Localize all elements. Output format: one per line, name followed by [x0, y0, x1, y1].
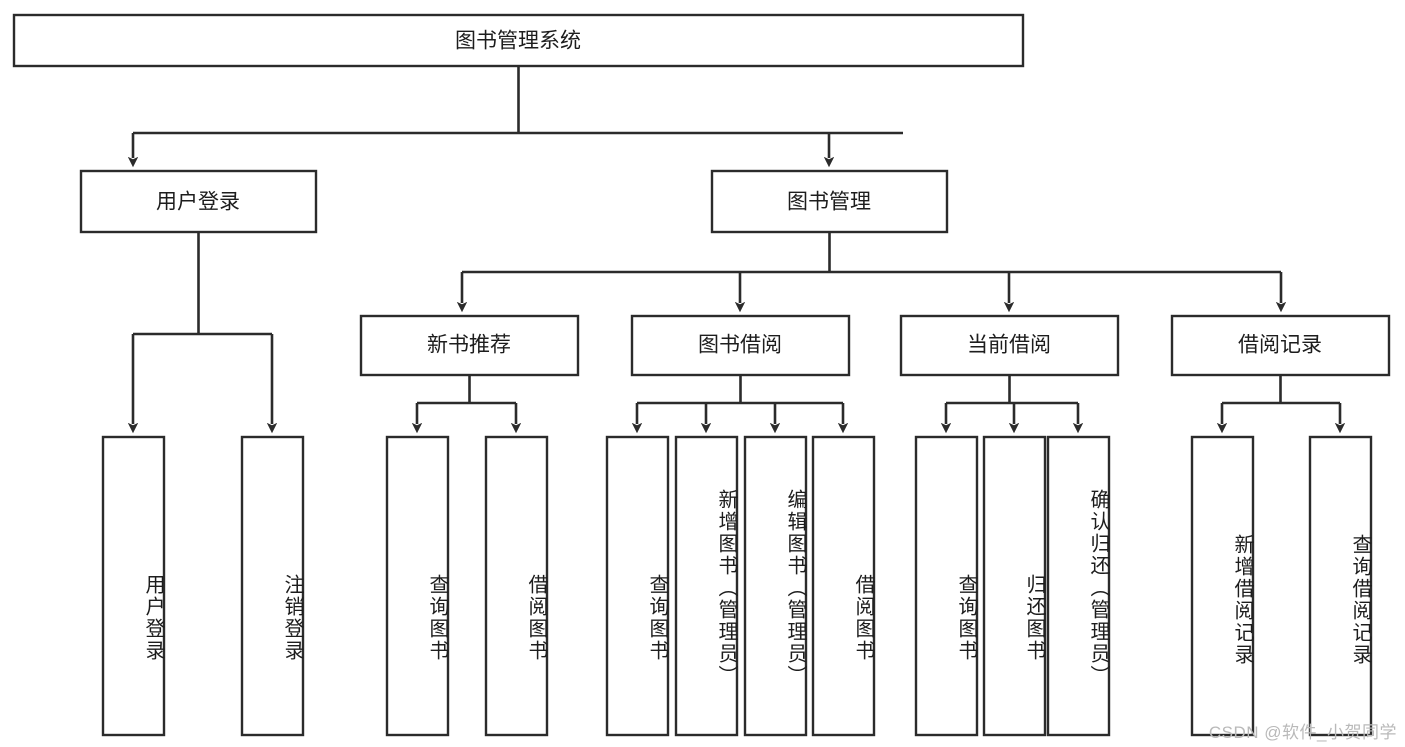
node-root-label: 图书管理系统	[455, 30, 581, 53]
node-current-borrow[interactable]: 当前借阅	[899, 314, 1120, 377]
node-leaf-return-book[interactable]	[982, 435, 1047, 737]
node-leaf-edit-book[interactable]	[743, 435, 808, 737]
node-leaf-user-logout[interactable]	[240, 435, 305, 737]
node-user-login[interactable]: 用户登录	[79, 169, 318, 234]
node-leaf-query-book-2[interactable]	[605, 435, 670, 737]
leaf-boxes	[101, 435, 1373, 737]
node-new-book-rec[interactable]: 新书推荐	[359, 314, 580, 377]
node-leaf-borrow-book-1[interactable]	[484, 435, 549, 737]
node-book-manage-label: 图书管理	[787, 191, 871, 214]
node-leaf-confirm-return[interactable]	[1046, 435, 1111, 737]
leaf-query-book-1-label: 查询图书	[426, 573, 448, 662]
node-book-manage[interactable]: 图书管理	[710, 169, 949, 234]
leaf-confirm-return-label: 确认归还（管理员）	[1087, 489, 1109, 687]
node-leaf-query-record[interactable]	[1308, 435, 1373, 737]
node-borrow-record-label: 借阅记录	[1238, 334, 1322, 357]
node-root[interactable]: 图书管理系统	[12, 13, 1025, 68]
connector-new-book-rec-to-leaves	[411, 375, 522, 434]
leaf-query-book-3-label: 查询图书	[955, 573, 977, 662]
connector-borrow-record-to-leaves	[1216, 375, 1346, 434]
node-current-borrow-label: 当前借阅	[967, 334, 1051, 357]
node-book-borrow-label: 图书借阅	[698, 334, 782, 357]
node-leaf-add-book[interactable]	[674, 435, 739, 737]
connector-user-login-to-leaves	[127, 232, 278, 434]
connector-root-to-level2	[127, 66, 903, 168]
leaf-add-record-label: 新增借阅记录	[1231, 534, 1253, 666]
node-leaf-borrow-book-2[interactable]	[811, 435, 876, 737]
csdn-watermark: CSDN @软件_小贺同学	[1208, 723, 1397, 742]
node-leaf-user-login[interactable]	[101, 435, 166, 737]
leaf-user-logout-label: 注销登录	[281, 573, 303, 662]
node-new-book-rec-label: 新书推荐	[427, 334, 511, 357]
node-leaf-add-record[interactable]	[1190, 435, 1255, 737]
leaf-edit-book-label: 编辑图书（管理员）	[784, 489, 806, 687]
leaf-add-book-label: 新增图书（管理员）	[715, 489, 737, 687]
leaf-borrow-book-2-label: 借阅图书	[852, 573, 874, 662]
node-user-login-label: 用户登录	[156, 191, 240, 214]
node-borrow-record[interactable]: 借阅记录	[1170, 314, 1391, 377]
connector-current-borrow-to-leaves	[940, 375, 1084, 434]
node-leaf-query-book-3[interactable]	[914, 435, 979, 737]
leaf-user-login-label: 用户登录	[142, 573, 164, 662]
leaf-query-book-2-label: 查询图书	[646, 573, 668, 662]
leaf-query-record-label: 查询借阅记录	[1349, 534, 1371, 666]
connector-book-manage-to-level3	[456, 232, 1287, 313]
connector-book-borrow-to-leaves	[631, 375, 849, 434]
node-leaf-query-book-1[interactable]	[385, 435, 450, 737]
leaf-borrow-book-1-label: 借阅图书	[525, 573, 547, 662]
node-book-borrow[interactable]: 图书借阅	[630, 314, 851, 377]
leaf-return-book-label: 归还图书	[1023, 573, 1045, 662]
